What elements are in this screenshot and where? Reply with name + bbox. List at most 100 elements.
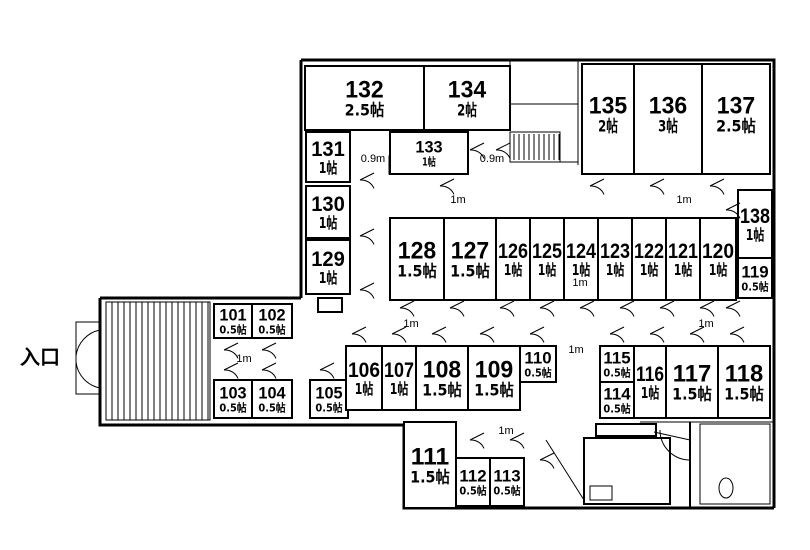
upper-stairs xyxy=(509,131,561,163)
room-size: 1帖 xyxy=(355,380,374,398)
room-outline xyxy=(403,421,457,509)
room-number: 105 xyxy=(315,383,342,402)
room-113 xyxy=(489,457,525,507)
room-size: 1帖 xyxy=(319,214,338,232)
dimension-label: 1m xyxy=(698,318,713,330)
room-119 xyxy=(737,257,773,299)
room-outline xyxy=(563,217,599,301)
room-number: 107 xyxy=(384,359,414,382)
room-outline xyxy=(737,257,773,299)
room-size: 1.5帖 xyxy=(474,380,514,399)
room-number: 103 xyxy=(219,383,246,402)
room-number: 115 xyxy=(603,348,630,367)
room-size: 1帖 xyxy=(606,261,625,279)
room-number: 124 xyxy=(566,240,596,263)
room-number: 113 xyxy=(493,466,520,485)
room-number: 123 xyxy=(600,240,630,263)
room-number: 109 xyxy=(475,356,513,383)
dimension-label: 1m xyxy=(568,344,583,356)
room-number: 108 xyxy=(423,356,461,383)
room-number: 136 xyxy=(649,93,687,120)
room-number: 112 xyxy=(459,466,486,485)
room-number: 131 xyxy=(311,138,345,161)
room-128 xyxy=(389,217,445,301)
room-number: 126 xyxy=(498,240,528,263)
room-133 xyxy=(389,131,469,175)
room-outline xyxy=(345,345,383,411)
room-110 xyxy=(519,345,557,383)
room-size: 0.5帖 xyxy=(524,365,551,379)
room-117 xyxy=(665,345,719,419)
room-104 xyxy=(251,379,293,419)
room-122 xyxy=(631,217,667,301)
room-size: 1帖 xyxy=(319,159,338,177)
room-number: 122 xyxy=(634,240,664,263)
room-123 xyxy=(597,217,633,301)
room-size: 1帖 xyxy=(319,269,338,287)
room-size: 0.5帖 xyxy=(741,279,768,293)
entrance-doors xyxy=(75,321,101,395)
room-102 xyxy=(251,303,293,339)
room-size: 3帖 xyxy=(658,117,678,136)
room-outline xyxy=(305,239,351,295)
room-outline xyxy=(717,345,771,419)
room-size: 2.5帖 xyxy=(345,100,385,119)
room-outline xyxy=(495,217,531,301)
room-number: 121 xyxy=(668,240,698,263)
room-size: 0.5帖 xyxy=(459,483,486,497)
dimension-label: 1m xyxy=(236,353,251,365)
room-size: 2帖 xyxy=(457,100,477,119)
room-size: 1帖 xyxy=(572,261,591,279)
room-outline xyxy=(467,345,521,411)
dimension-label: 1m xyxy=(676,194,691,206)
dimension-label: 1m xyxy=(403,318,418,330)
room-size: 1.5帖 xyxy=(724,384,764,403)
room-132 xyxy=(304,65,425,131)
room-124 xyxy=(563,217,599,301)
room-outline xyxy=(213,379,253,419)
room-number: 118 xyxy=(725,360,763,387)
room-116 xyxy=(633,345,667,419)
dimension-label: 1m xyxy=(498,425,513,437)
entrance-stairs xyxy=(105,301,211,421)
room-size: 0.5帖 xyxy=(219,322,246,336)
room-number: 106 xyxy=(348,359,380,382)
door-swings xyxy=(223,142,745,469)
dimension-label: 1m xyxy=(450,194,465,206)
corridor-lines xyxy=(317,60,774,508)
room-outline xyxy=(665,345,719,419)
room-number: 111 xyxy=(411,443,449,470)
room-111 xyxy=(403,421,457,509)
room-126 xyxy=(495,217,531,301)
room-size: 1.5帖 xyxy=(410,467,450,486)
room-number: 114 xyxy=(603,384,631,403)
room-number: 119 xyxy=(741,262,768,281)
room-size: 1帖 xyxy=(390,380,409,398)
room-size: 0.5帖 xyxy=(315,400,342,414)
room-size: 0.5帖 xyxy=(603,401,630,415)
room-number: 129 xyxy=(311,248,345,271)
